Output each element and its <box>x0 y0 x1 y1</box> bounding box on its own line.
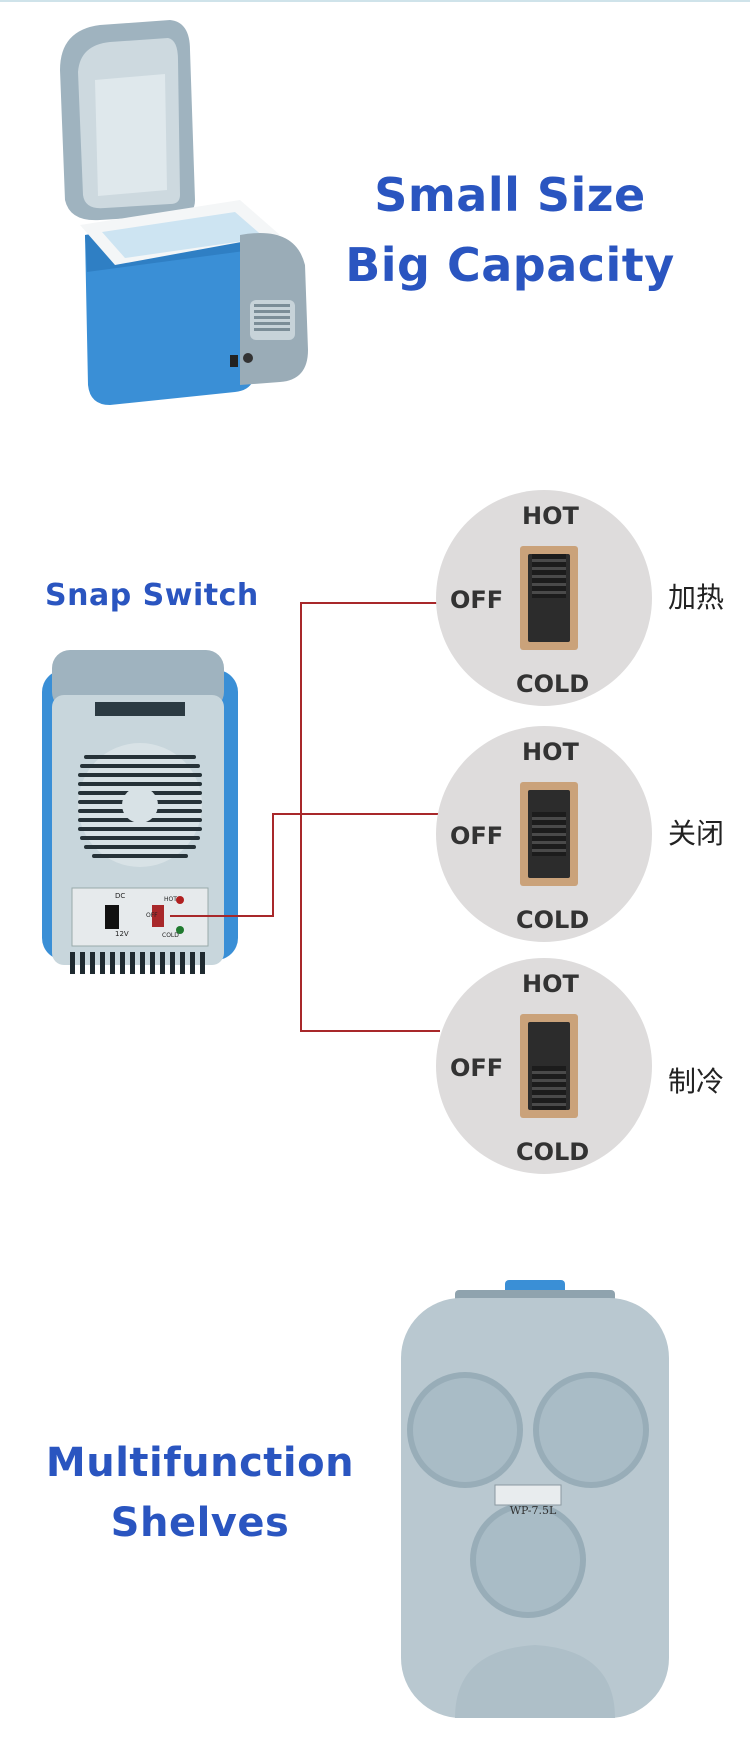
switch-title: Snap Switch <box>45 578 259 613</box>
switch-rocker <box>528 790 570 878</box>
connector-middle <box>272 813 440 815</box>
capacity-section: Small Size Big Capacity <box>0 0 750 420</box>
switch-closeup-heat: HOT OFF COLD <box>436 490 652 706</box>
switch-cold-label: COLD <box>516 906 590 934</box>
connector-top <box>300 602 440 604</box>
switch-closeup-off: HOT OFF COLD <box>436 726 652 942</box>
panel-cold-label: COLD <box>162 932 179 939</box>
panel-off-label: OFF <box>146 912 158 919</box>
caption-off: 关闭 <box>668 817 725 850</box>
cooler-lid-top-image <box>401 1280 669 1718</box>
caption-cool: 制冷 <box>668 1065 725 1098</box>
switch-section: Snap Switch DC 12V <box>0 440 750 1180</box>
capacity-headline-line1: Small Size <box>374 168 646 222</box>
connector-switch <box>170 915 274 917</box>
switch-hot-label: HOT <box>522 970 579 998</box>
switch-rocker <box>528 1022 570 1110</box>
connector-trunk <box>300 602 302 1032</box>
caption-heat: 加热 <box>668 581 725 614</box>
shelves-headline-line2: Shelves <box>110 1500 290 1546</box>
connector-bottom <box>300 1030 440 1032</box>
switch-rocker-frame <box>520 546 578 650</box>
switch-off-label: OFF <box>450 586 504 614</box>
model-plate: WP-7.5L <box>509 1504 557 1517</box>
cooler-open-image <box>60 20 308 405</box>
switch-hot-label: HOT <box>522 502 579 530</box>
capacity-headline-line2: Big Capacity <box>345 238 675 292</box>
shelves-headline-line1: Multifunction <box>45 1440 355 1486</box>
switch-hot-label: HOT <box>522 738 579 766</box>
switch-rocker <box>528 554 570 642</box>
panel-dc-label: DC <box>115 892 126 900</box>
switch-cold-label: COLD <box>516 1138 590 1166</box>
top-divider <box>0 0 750 2</box>
panel-volt-label: 12V <box>115 930 129 938</box>
panel-hot-label: HOT <box>164 896 177 903</box>
switch-closeup-cool: HOT OFF COLD <box>436 958 652 1174</box>
switch-rocker-frame <box>520 782 578 886</box>
shelves-section: Multifunction Shelves WP-7.5L <box>0 1260 750 1764</box>
switch-off-label: OFF <box>450 822 504 850</box>
switch-rocker-frame <box>520 1014 578 1118</box>
switch-cold-label: COLD <box>516 670 590 698</box>
switch-off-label: OFF <box>450 1054 504 1082</box>
cooler-back-image <box>42 650 238 974</box>
connector-riser <box>272 813 274 916</box>
